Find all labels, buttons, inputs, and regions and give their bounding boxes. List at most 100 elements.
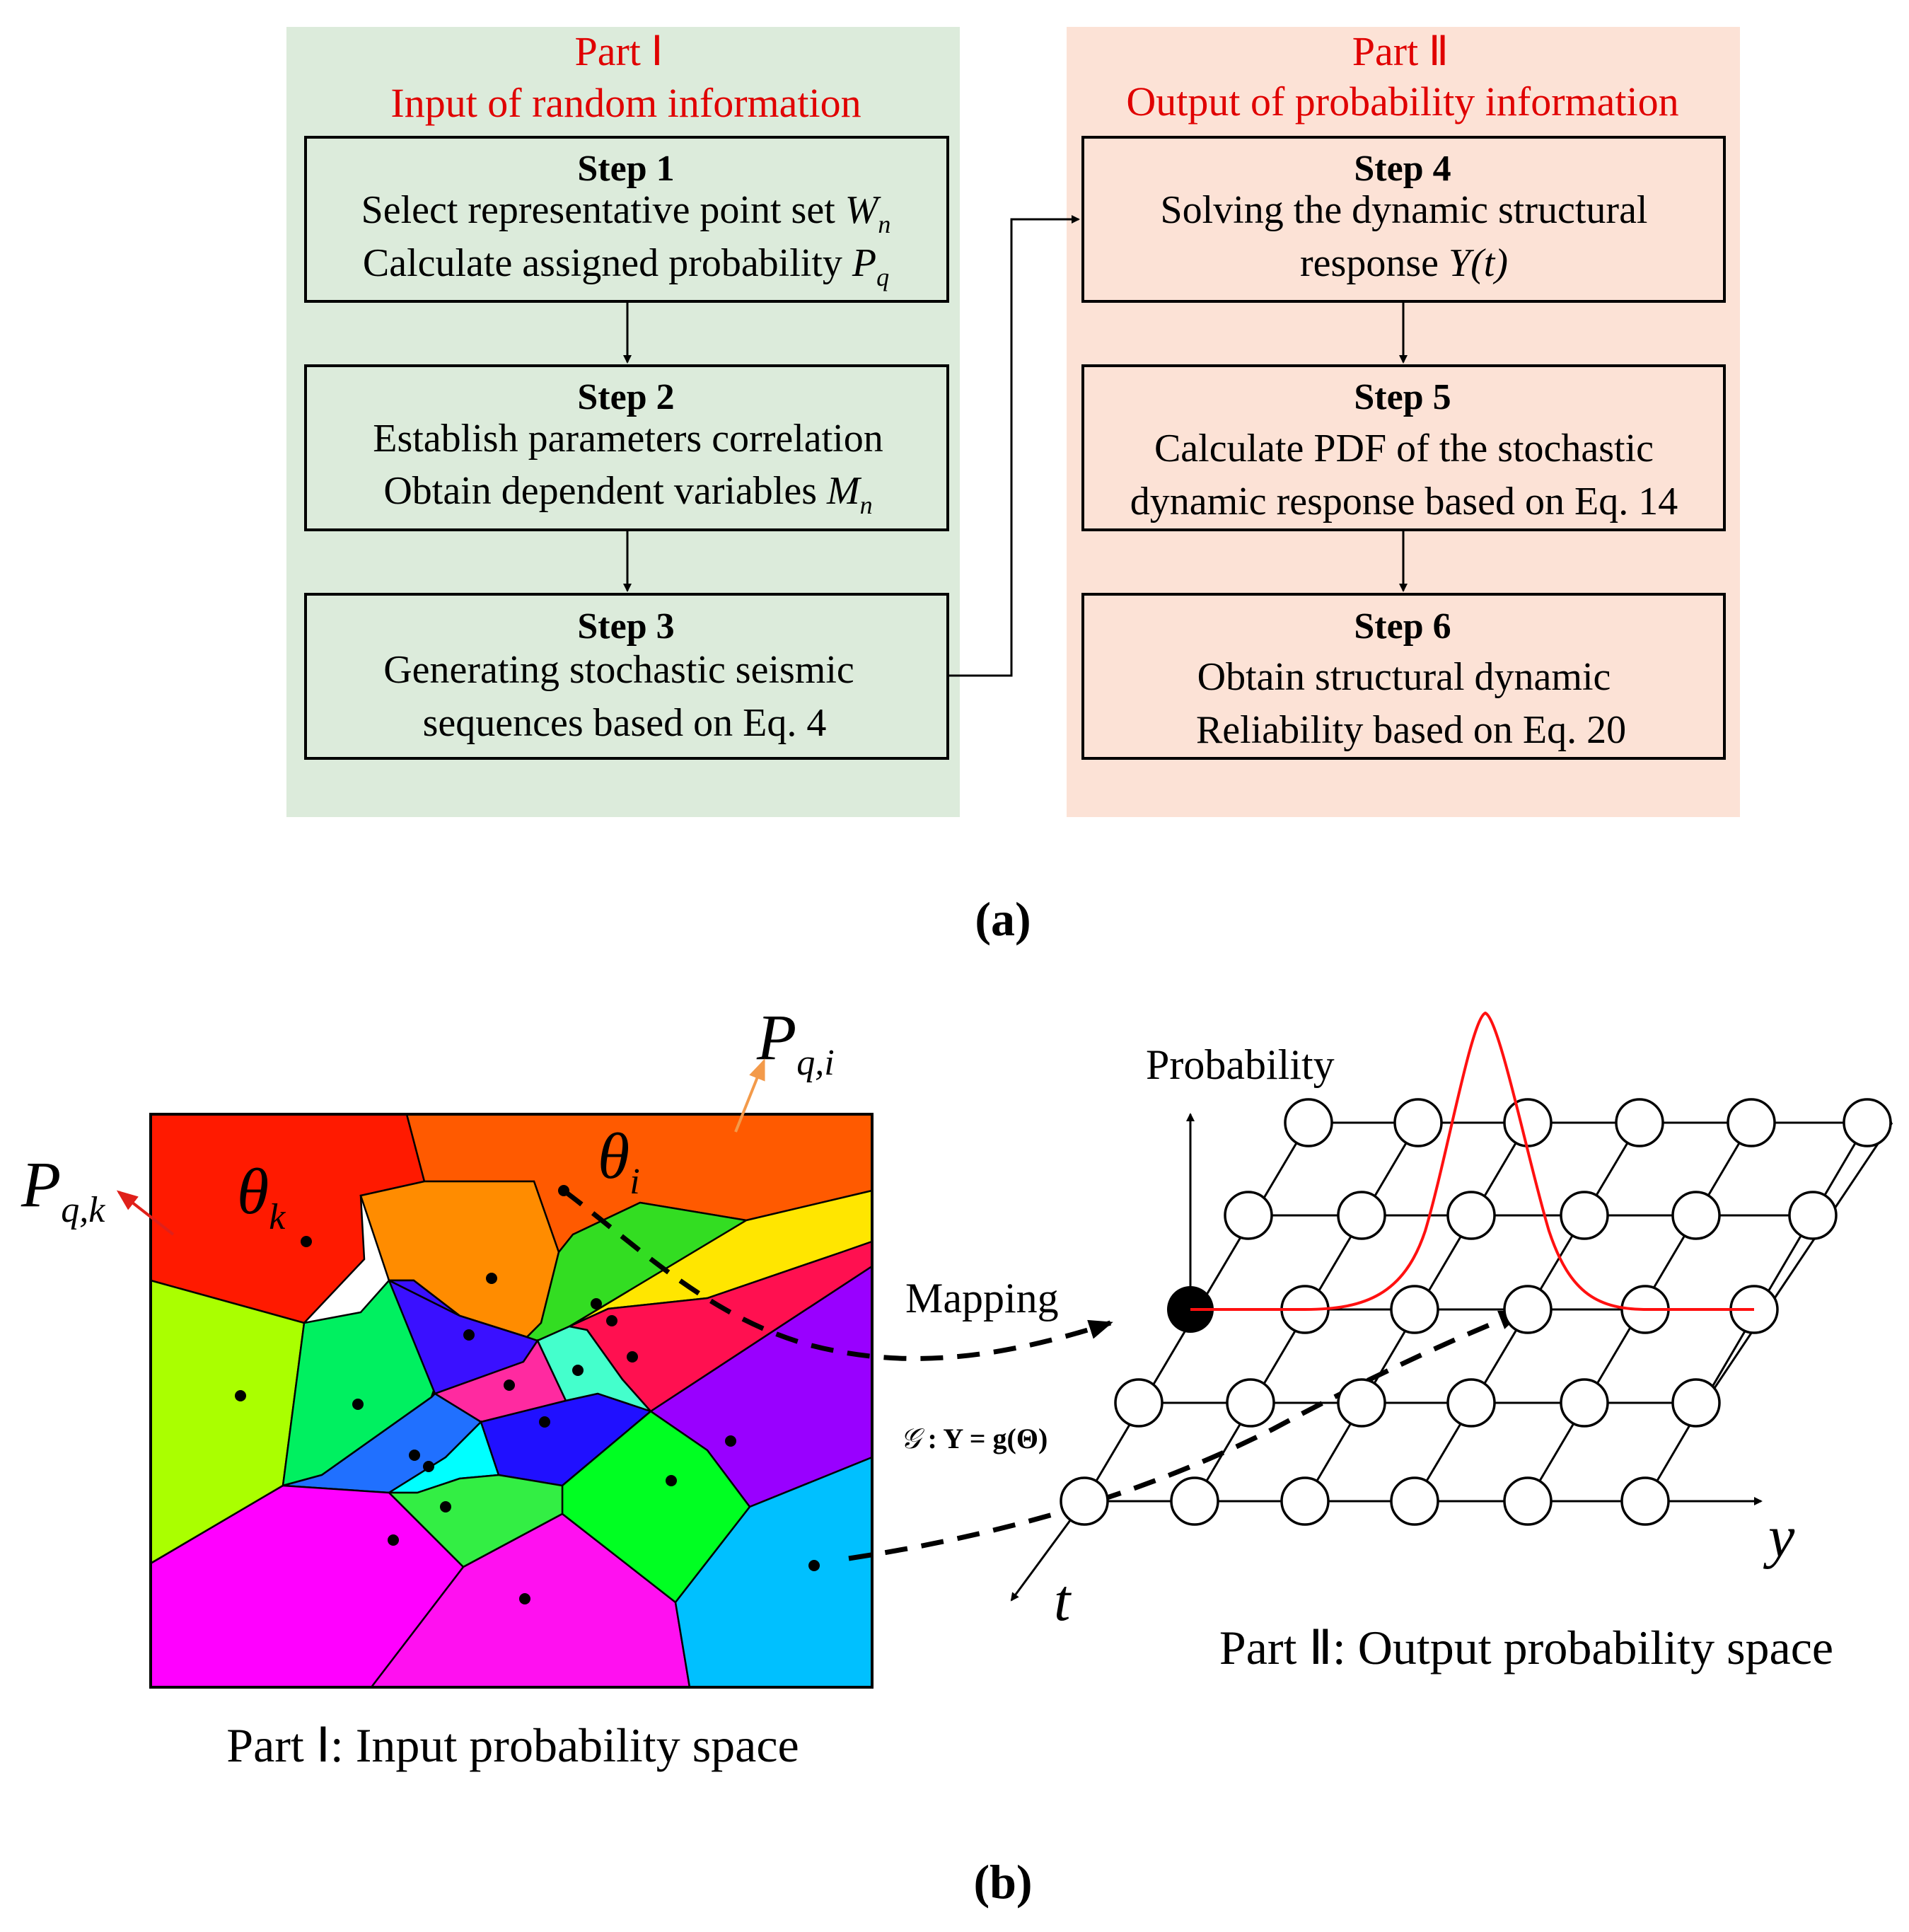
step-4-line-1: Solving the dynamic structural	[1161, 188, 1648, 232]
theta-k-label: θk	[237, 1155, 286, 1237]
lattice-node	[1114, 1378, 1164, 1428]
representative-point	[388, 1534, 399, 1546]
lattice-node	[1060, 1476, 1109, 1526]
voronoi-frame	[149, 1113, 874, 1689]
p-qi-arrow	[734, 1058, 765, 1133]
representative-point	[666, 1475, 677, 1486]
lattice-node	[1390, 1476, 1439, 1526]
voronoi-representative-points	[235, 1185, 820, 1604]
lattice-node	[1284, 1098, 1333, 1147]
lattice-node	[1170, 1476, 1219, 1526]
step-1-line-2: Calculate assigned probability Pq	[363, 241, 889, 291]
representative-point	[572, 1365, 584, 1376]
lattice-node	[1503, 1098, 1553, 1147]
lattice-node	[1727, 1098, 1776, 1147]
lattice-node	[1671, 1378, 1721, 1428]
representative-point	[627, 1351, 638, 1363]
flowchart: Part Ⅰ Input of random information Part …	[286, 27, 1740, 817]
p-qi-label: Pq,i	[756, 1001, 835, 1083]
step-6-box: Step 6 Obtain structural dynamic Reliabi…	[1081, 593, 1726, 760]
step-4-box: Step 4 Solving the dynamic structural re…	[1081, 136, 1726, 303]
voronoi-diagram	[149, 1113, 874, 1689]
output-probability-space: Probability y t	[1010, 1011, 1893, 1674]
step-1-box: Step 1 Select representative point set W…	[304, 136, 949, 303]
input-space-label: Part Ⅰ: Input probability space	[226, 1718, 799, 1772]
lattice-node	[1390, 1285, 1439, 1334]
representative-point	[235, 1390, 246, 1401]
representative-point	[591, 1298, 602, 1309]
mapping-label: Mapping	[905, 1275, 1059, 1321]
probability-axis-label: Probability	[1146, 1041, 1335, 1088]
step-3-box: Step 3 Generating stochastic seismic seq…	[304, 593, 949, 760]
lattice-node	[1337, 1191, 1386, 1240]
lattice-node	[1226, 1378, 1275, 1428]
y-axis-label: y	[1763, 1504, 1795, 1570]
step-5-box: Step 5 Calculate PDF of the stochastic d…	[1081, 364, 1726, 531]
lattice-node	[1620, 1476, 1670, 1526]
part2-title: Part Ⅱ	[1352, 28, 1449, 74]
p-qk-label: Pq,k	[21, 1148, 105, 1230]
lattice-node	[1446, 1378, 1496, 1428]
step-3-title: Step 3	[577, 606, 674, 647]
lattice-node	[1560, 1191, 1609, 1240]
lattice-node	[1843, 1098, 1892, 1147]
representative-point	[606, 1315, 617, 1326]
lattice-node	[1280, 1476, 1330, 1526]
caption-a: (a)	[975, 892, 1031, 946]
representative-point	[504, 1379, 515, 1391]
representative-point	[409, 1450, 420, 1461]
lattice-node	[1337, 1378, 1386, 1428]
arrow-step3-to-step4	[949, 215, 1080, 677]
probability-density-curve	[1190, 1011, 1754, 1311]
representative-point	[486, 1273, 497, 1284]
t-axis-label: t	[1054, 1568, 1072, 1633]
step-3-line-2: sequences based on Eq. 4	[423, 701, 827, 745]
part2-background	[1067, 27, 1740, 817]
mapping: Mapping 𝒢 : Y = g(Θ)	[562, 1188, 1524, 1561]
lattice-node	[1671, 1191, 1721, 1240]
output-space-label: Part Ⅱ: Output probability space	[1219, 1621, 1833, 1674]
representative-point	[463, 1329, 475, 1341]
representative-point	[725, 1435, 736, 1447]
mapping-formula: 𝒢 : Y = g(Θ)	[900, 1423, 1048, 1454]
step-2-line-1: Establish parameters correlation	[373, 417, 883, 461]
step-5-line-2: dynamic response based on Eq. 14	[1130, 480, 1678, 524]
representative-point	[352, 1399, 364, 1410]
part1-background	[286, 27, 960, 817]
step-4-line-2: response Y(t)	[1300, 241, 1508, 285]
mapping-curve-lower	[848, 1309, 1524, 1561]
step-1-line-1: Select representative point set Wn	[361, 188, 891, 238]
lattice-nodes	[1060, 1098, 1892, 1526]
representative-point	[301, 1236, 312, 1247]
lattice-node	[1503, 1476, 1553, 1526]
representative-point	[440, 1501, 451, 1512]
step-5-title: Step 5	[1354, 377, 1451, 417]
lattice-node	[1503, 1285, 1553, 1334]
lattice-node	[1788, 1191, 1838, 1240]
input-probability-space: θk θi Pq,k Pq,i Part Ⅰ: Input probabilit…	[21, 1001, 874, 1772]
caption-b: (b)	[973, 1855, 1032, 1909]
step-3-line-1: Generating stochastic seismic	[383, 648, 854, 692]
representative-point	[808, 1560, 820, 1571]
lattice-node	[1446, 1191, 1496, 1240]
lattice-node	[1393, 1098, 1443, 1147]
theta-i-label: θi	[598, 1120, 640, 1202]
lattice-node	[1224, 1191, 1273, 1240]
lattice-node	[1615, 1098, 1664, 1147]
representative-point	[519, 1593, 530, 1604]
step-4-title: Step 4	[1354, 149, 1451, 189]
step-6-title: Step 6	[1354, 606, 1451, 647]
step-1-title: Step 1	[577, 149, 674, 189]
step-6-line-2: Reliability based on Eq. 20	[1196, 708, 1626, 752]
mapping-curve-upper	[562, 1188, 1113, 1361]
step-2-title: Step 2	[577, 377, 674, 417]
part1-subtitle: Input of random information	[390, 80, 861, 126]
step-2-box: Step 2 Establish parameters correlation …	[304, 364, 949, 531]
part2-subtitle: Output of probability information	[1126, 79, 1678, 125]
step-2-line-2: Obtain dependent variables Mn	[383, 469, 872, 519]
lattice-node	[1560, 1378, 1609, 1428]
representative-point	[423, 1461, 434, 1472]
representative-point	[539, 1416, 550, 1428]
step-5-line-1: Calculate PDF of the stochastic	[1154, 427, 1654, 470]
